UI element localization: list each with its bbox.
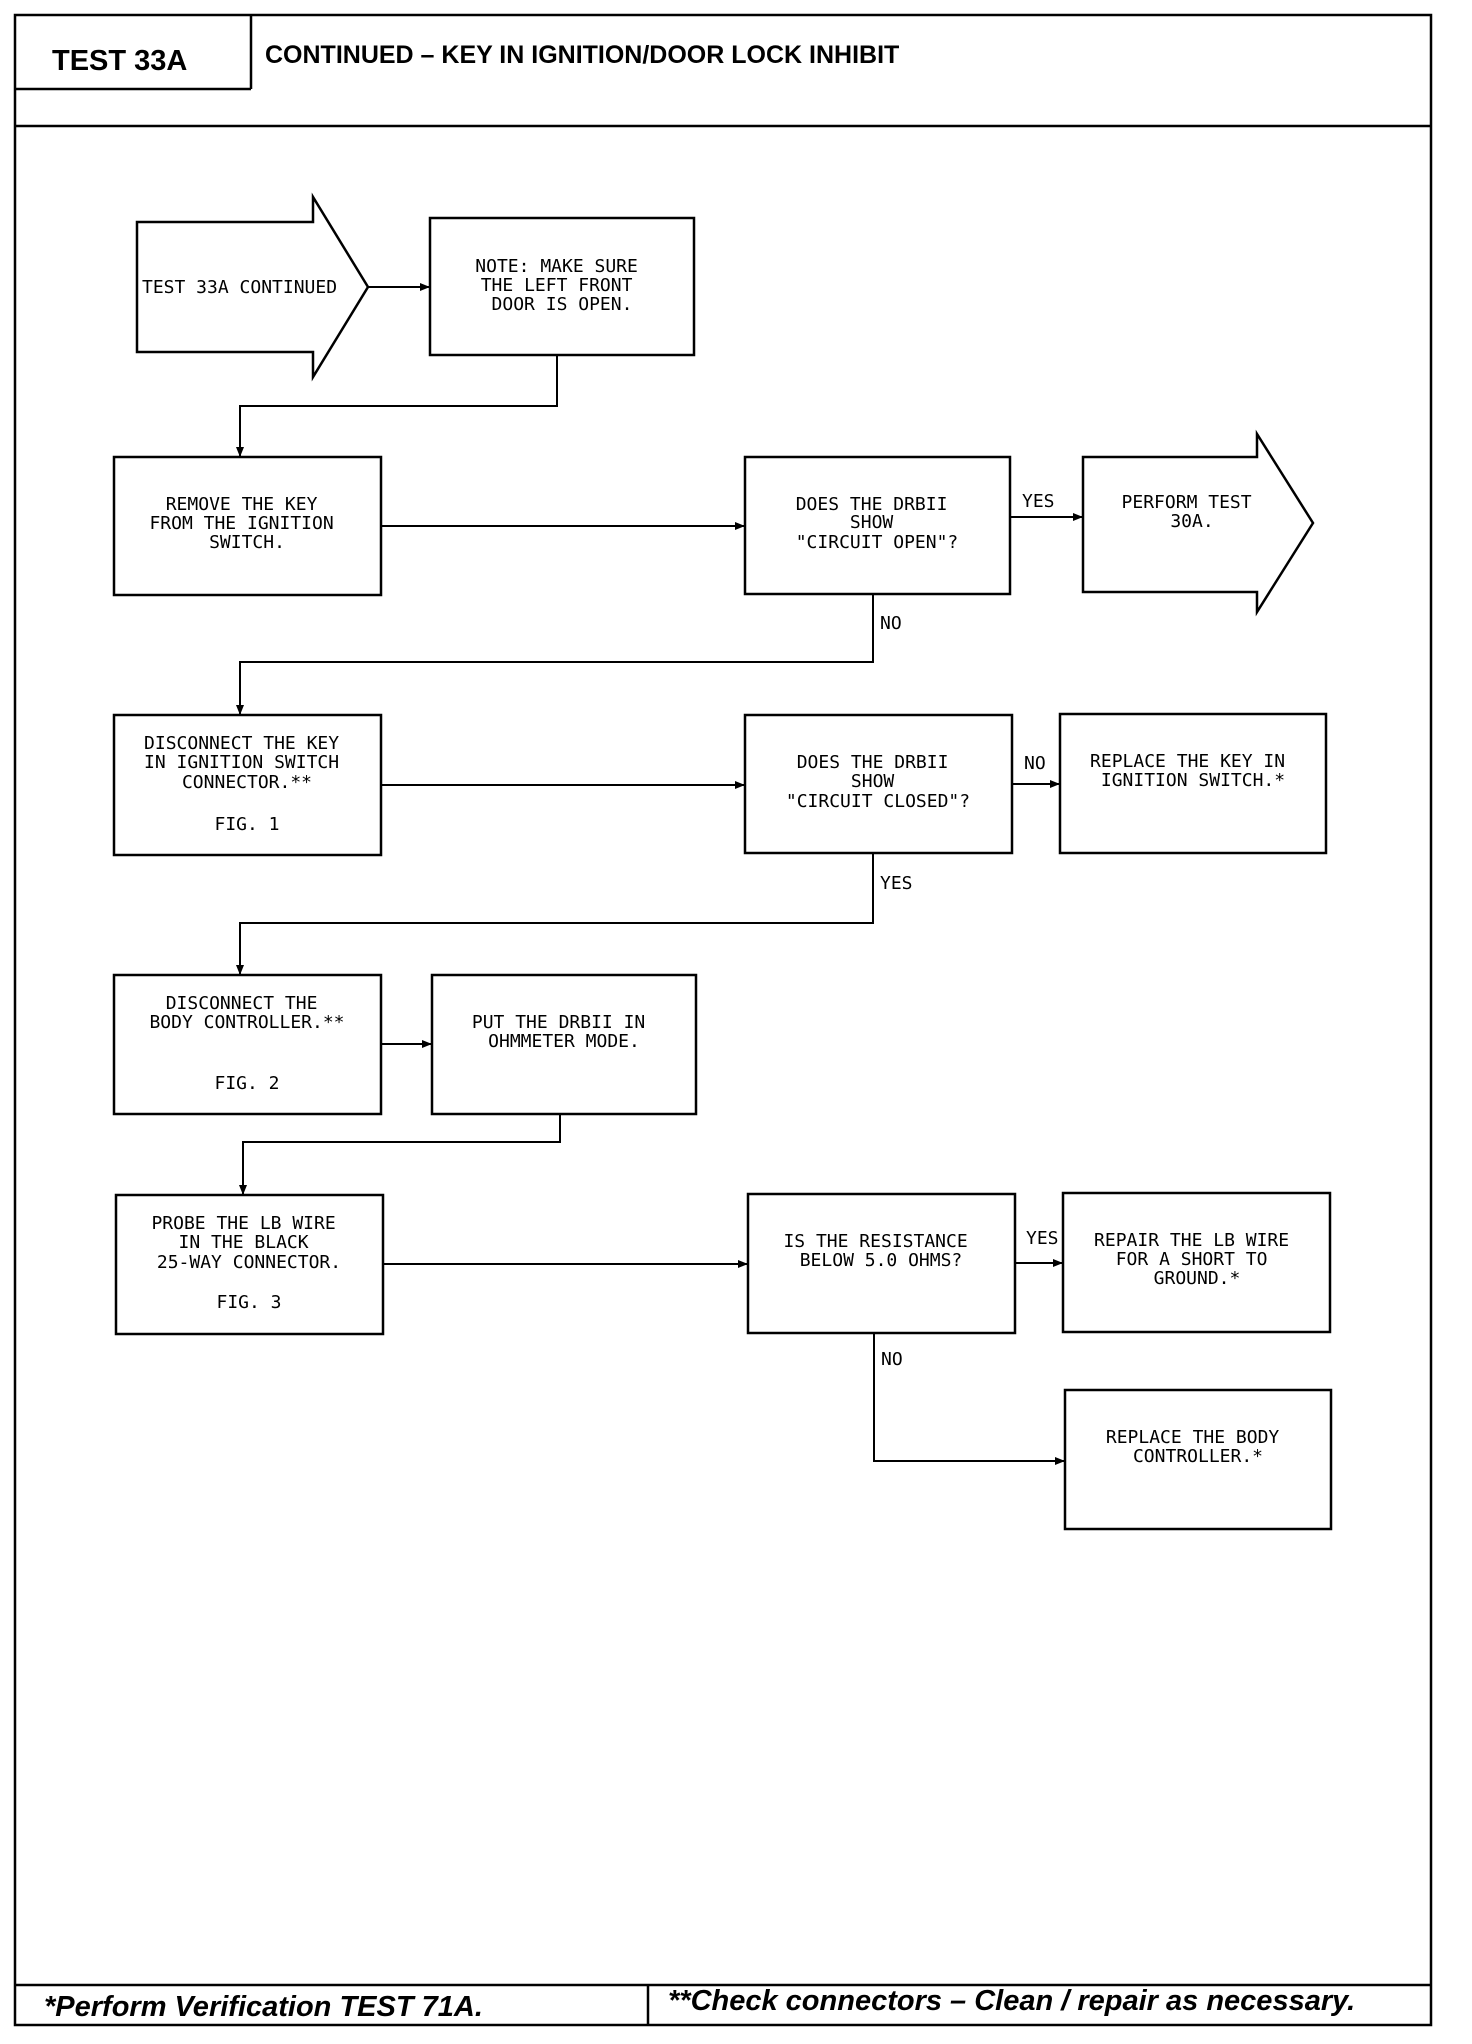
probe-lb-line-3: 25-WAY CONNECTOR. — [157, 1252, 341, 1273]
note-line-1: NOTE: MAKE SURE — [475, 256, 638, 277]
circuit-open-line-1: DOES THE DRBII — [796, 494, 948, 515]
replace-key-line-2: IGNITION SWITCH.* — [1101, 770, 1285, 791]
resistance-question-box — [746, 1192, 1017, 1335]
ohmmeter-line-2: OHMMETER MODE. — [488, 1031, 640, 1052]
connector-note-to-remove — [236, 355, 558, 457]
disconnect-key-line-1: DISCONNECT THE KEY — [144, 733, 339, 754]
circuit-closed-line-1: DOES THE DRBII — [797, 752, 949, 773]
repair-lb-line-1: REPAIR THE LB WIRE — [1094, 1230, 1289, 1251]
page-border — [13, 13, 1433, 2027]
connector-no-to-replace-body — [873, 1333, 1065, 1465]
replace-body-line-2: CONTROLLER.* — [1133, 1446, 1263, 1467]
probe-lb-wire-text: PROBE THE LB WIRE IN THE BLACK 25-WAY CO… — [151, 1213, 346, 1273]
connector-yes-to-disconnect-body — [236, 853, 874, 975]
replace-key-switch-box — [1058, 712, 1328, 855]
note-box-text: NOTE: MAKE SURE THE LEFT FRONT DOOR IS O… — [475, 256, 648, 315]
start-arrow-label: TEST 33A CONTINUED — [142, 277, 337, 298]
remove-key-text: REMOVE THE KEY FROM THE IGNITION SWITCH. — [149, 494, 344, 553]
perform-30a-text: PERFORM TEST 30A. — [1122, 492, 1263, 532]
disconnect-key-switch-text: DISCONNECT THE KEY IN IGNITION SWITCH CO… — [144, 733, 350, 793]
disconnect-body-controller-text: DISCONNECT THE BODY CONTROLLER.** — [149, 993, 344, 1033]
repair-lb-line-3: GROUND.* — [1154, 1268, 1241, 1289]
fig-2-label: FIG. 2 — [214, 1073, 279, 1094]
remove-key-line-1: REMOVE THE KEY — [166, 494, 318, 515]
resistance-question-text: IS THE RESISTANCE BELOW 5.0 OHMS? — [783, 1231, 978, 1271]
replace-key-line-1: REPLACE THE KEY IN — [1090, 751, 1285, 772]
disconnect-key-switch-box — [112, 713, 383, 857]
circuit-open-question-box — [743, 455, 1012, 596]
branch-label-yes-3: YES — [1026, 1228, 1059, 1249]
perform-30a-line-1: PERFORM TEST — [1122, 492, 1252, 513]
branch-label-no-1: NO — [880, 613, 902, 634]
disconnect-key-line-2: IN IGNITION SWITCH — [144, 752, 339, 773]
disconnect-body-controller-box — [112, 973, 383, 1116]
test-number: TEST 33A — [52, 45, 187, 77]
replace-body-controller-box — [1063, 1388, 1333, 1531]
replace-body-controller-text: REPLACE THE BODY CONTROLLER.* — [1106, 1427, 1290, 1467]
footer-connector-note: **Check connectors – Clean / repair as n… — [668, 1985, 1355, 2017]
remove-key-line-2: FROM THE IGNITION — [149, 513, 333, 534]
fig-1-label: FIG. 1 — [214, 814, 279, 835]
branch-label-yes-2: YES — [880, 873, 913, 894]
start-arrow-shape — [135, 192, 370, 382]
footer-verification-note: *Perform Verification TEST 71A. — [44, 1991, 483, 2023]
circuit-closed-question-box — [743, 713, 1014, 855]
branch-label-no-2: NO — [1024, 753, 1046, 774]
circuit-open-line-3: "CIRCUIT OPEN"? — [796, 532, 959, 553]
remove-key-line-3: SWITCH. — [209, 532, 285, 553]
resistance-line-2: BELOW 5.0 OHMS? — [800, 1250, 963, 1271]
ohmmeter-mode-box — [430, 973, 698, 1116]
repair-lb-line-2: FOR A SHORT TO — [1116, 1249, 1268, 1270]
repair-lb-wire-box — [1061, 1191, 1332, 1334]
branch-label-yes-1: YES — [1022, 491, 1055, 512]
circuit-open-line-2: SHOW — [850, 512, 894, 533]
probe-lb-line-1: PROBE THE LB WIRE — [151, 1213, 335, 1234]
replace-key-switch-text: REPLACE THE KEY IN IGNITION SWITCH.* — [1090, 751, 1296, 791]
probe-lb-wire-box — [114, 1193, 385, 1336]
circuit-closed-line-3: "CIRCUIT CLOSED"? — [786, 791, 970, 812]
note-line-2: THE LEFT FRONT — [481, 275, 633, 296]
circuit-closed-question-text: DOES THE DRBII SHOW "CIRCUIT CLOSED"? — [786, 752, 970, 812]
perform-30a-arrow-shape — [1081, 429, 1315, 617]
page-title: CONTINUED – KEY IN IGNITION/DOOR LOCK IN… — [265, 41, 899, 69]
circuit-open-question-text: DOES THE DRBII SHOW "CIRCUIT OPEN"? — [796, 494, 959, 553]
circuit-closed-line-2: SHOW — [851, 771, 895, 792]
repair-lb-wire-text: REPAIR THE LB WIRE FOR A SHORT TO GROUND… — [1094, 1230, 1300, 1289]
connector-ohmmeter-to-probe — [239, 1114, 561, 1195]
resistance-line-1: IS THE RESISTANCE — [783, 1231, 967, 1252]
fig-3-label: FIG. 3 — [216, 1292, 281, 1313]
connector-no-to-disconnect-key — [236, 594, 874, 715]
ohmmeter-mode-text: PUT THE DRBII IN OHMMETER MODE. — [472, 1012, 656, 1052]
note-box — [428, 216, 696, 357]
branch-label-no-3: NO — [881, 1349, 903, 1370]
disconnect-key-line-3: CONNECTOR.** — [182, 772, 312, 793]
disconnect-body-line-2: BODY CONTROLLER.** — [149, 1012, 344, 1033]
note-line-3: DOOR IS OPEN. — [492, 294, 633, 315]
remove-key-box — [112, 455, 383, 597]
ohmmeter-line-1: PUT THE DRBII IN — [472, 1012, 645, 1033]
replace-body-line-1: REPLACE THE BODY — [1106, 1427, 1280, 1448]
perform-30a-line-2: 30A. — [1170, 511, 1213, 532]
probe-lb-line-2: IN THE BLACK — [179, 1232, 309, 1253]
disconnect-body-line-1: DISCONNECT THE — [166, 993, 318, 1014]
